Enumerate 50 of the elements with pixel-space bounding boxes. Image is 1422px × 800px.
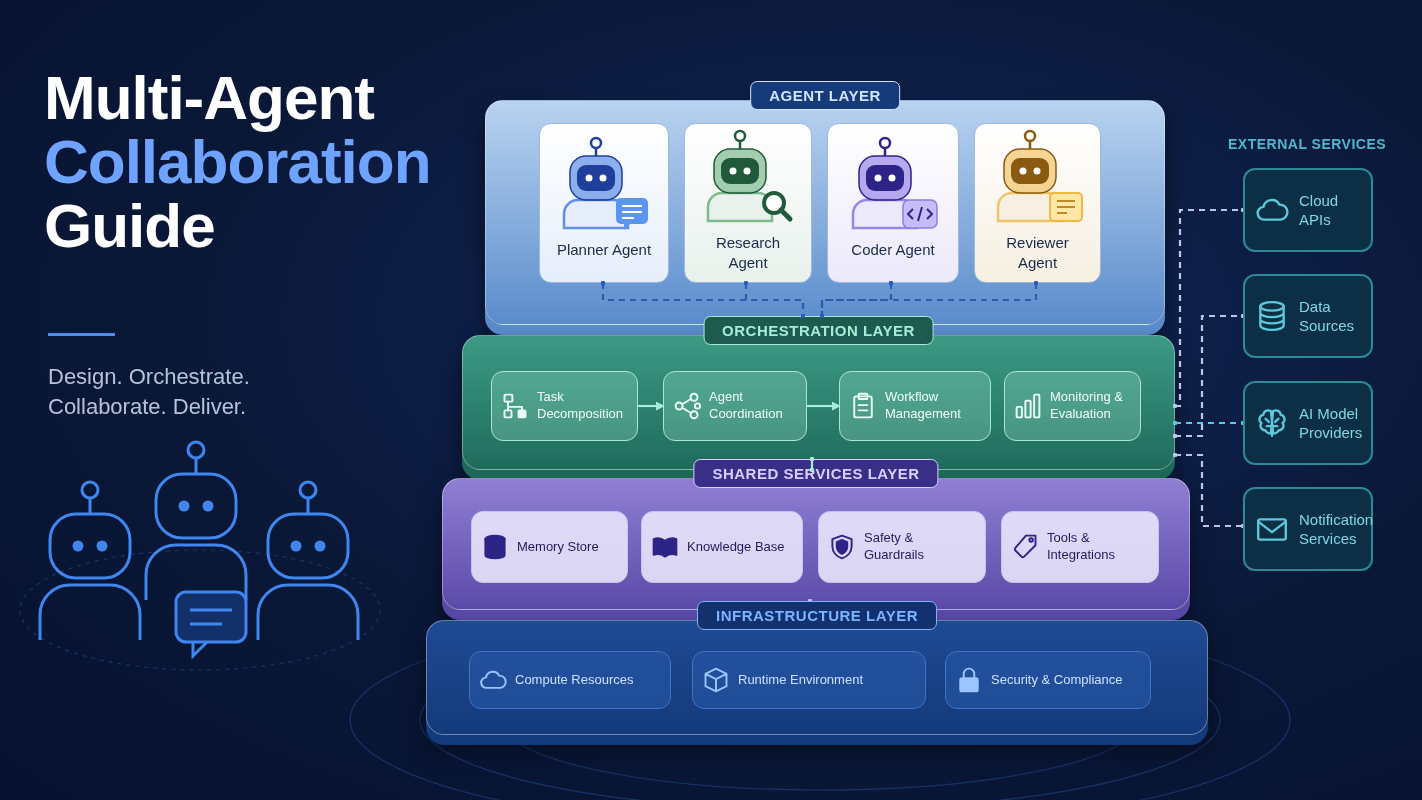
- card-label: Research Agent: [714, 233, 782, 272]
- arrow: [807, 401, 841, 411]
- card-label: Workflow Management: [885, 389, 962, 423]
- card-label: Monitoring & Evaluation: [1050, 389, 1124, 423]
- card-label: Tools & Integrations: [1047, 530, 1116, 564]
- dashed-connector: [743, 280, 806, 319]
- component-card: [1001, 511, 1159, 583]
- card-label: Cloud APIs: [1299, 190, 1340, 230]
- component-card: [839, 371, 991, 441]
- dashed-connector: [819, 280, 1039, 319]
- component-card: [469, 651, 671, 709]
- card-label: Reviewer Agent: [1005, 233, 1070, 272]
- component-card: [663, 371, 807, 441]
- card-label: Security & Compliance: [991, 671, 1124, 689]
- layer-title: INFRASTRUCTURE LAYER: [697, 601, 937, 630]
- card-label: Agent Coordination: [709, 389, 784, 423]
- card-label: Memory Store: [517, 538, 600, 556]
- component-card: [491, 371, 638, 441]
- service-card: [1243, 487, 1373, 571]
- card-label: Coder Agent: [851, 240, 935, 260]
- agent-card: [974, 123, 1101, 283]
- component-card: [692, 651, 926, 709]
- service-card: [1243, 274, 1373, 358]
- component-card: [641, 511, 803, 583]
- tagline: Design. Orchestrate. Collaborate. Deliver.: [48, 363, 251, 421]
- card-label: Notification Services: [1299, 509, 1374, 549]
- card-label: Knowledge Base: [687, 538, 786, 556]
- section-heading: EXTERNAL SERVICES: [1228, 136, 1387, 152]
- card-label: Data Sources: [1299, 296, 1356, 336]
- layer-title: ORCHESTRATION LAYER: [703, 316, 934, 345]
- agent-card: [539, 123, 669, 283]
- component-card: [945, 651, 1151, 709]
- agent-card: [684, 123, 812, 283]
- card-label: Planner Agent: [556, 240, 652, 260]
- layer-title: SHARED SERVICES LAYER: [693, 459, 939, 488]
- card-label: Safety & Guardrails: [864, 530, 925, 564]
- connector: [809, 456, 815, 473]
- service-card: [1243, 381, 1373, 465]
- title: Multi-Agent Collaboration Guide: [44, 66, 432, 258]
- card-label: AI Model Providers: [1299, 403, 1363, 443]
- service-card: [1243, 168, 1373, 252]
- arrow: [638, 401, 665, 411]
- card-label: Compute Resources: [515, 671, 635, 689]
- layer-title: AGENT LAYER: [750, 81, 900, 110]
- component-card: [818, 511, 986, 583]
- card-label: Task Decomposition: [537, 389, 624, 423]
- component-card: [1004, 371, 1141, 441]
- card-label: Runtime Environment: [738, 671, 864, 689]
- component-card: [471, 511, 628, 583]
- agent-card: [827, 123, 959, 283]
